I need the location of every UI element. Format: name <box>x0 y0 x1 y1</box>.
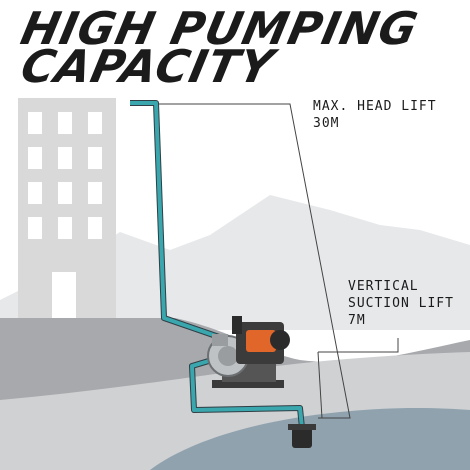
head-lift-spec: MAX. HEAD LIFT 30M <box>313 98 437 132</box>
suction-lift-spec: VERTICAL SUCTION LIFT 7M <box>348 278 454 329</box>
suction-lift-label-line1: VERTICAL <box>348 279 419 294</box>
head-lift-value: 30M <box>313 116 340 131</box>
strainer-icon <box>292 426 312 448</box>
suction-lift-label-line2: SUCTION LIFT <box>348 296 454 311</box>
building-illustration <box>18 98 116 320</box>
measurement-lines <box>148 103 399 419</box>
suction-lift-value: 7M <box>348 313 366 328</box>
head-lift-label: MAX. HEAD LIFT <box>313 99 437 114</box>
background-mountains <box>0 195 470 330</box>
headline-line-2: CAPACITY <box>16 40 279 93</box>
water-pump-icon <box>207 316 290 388</box>
